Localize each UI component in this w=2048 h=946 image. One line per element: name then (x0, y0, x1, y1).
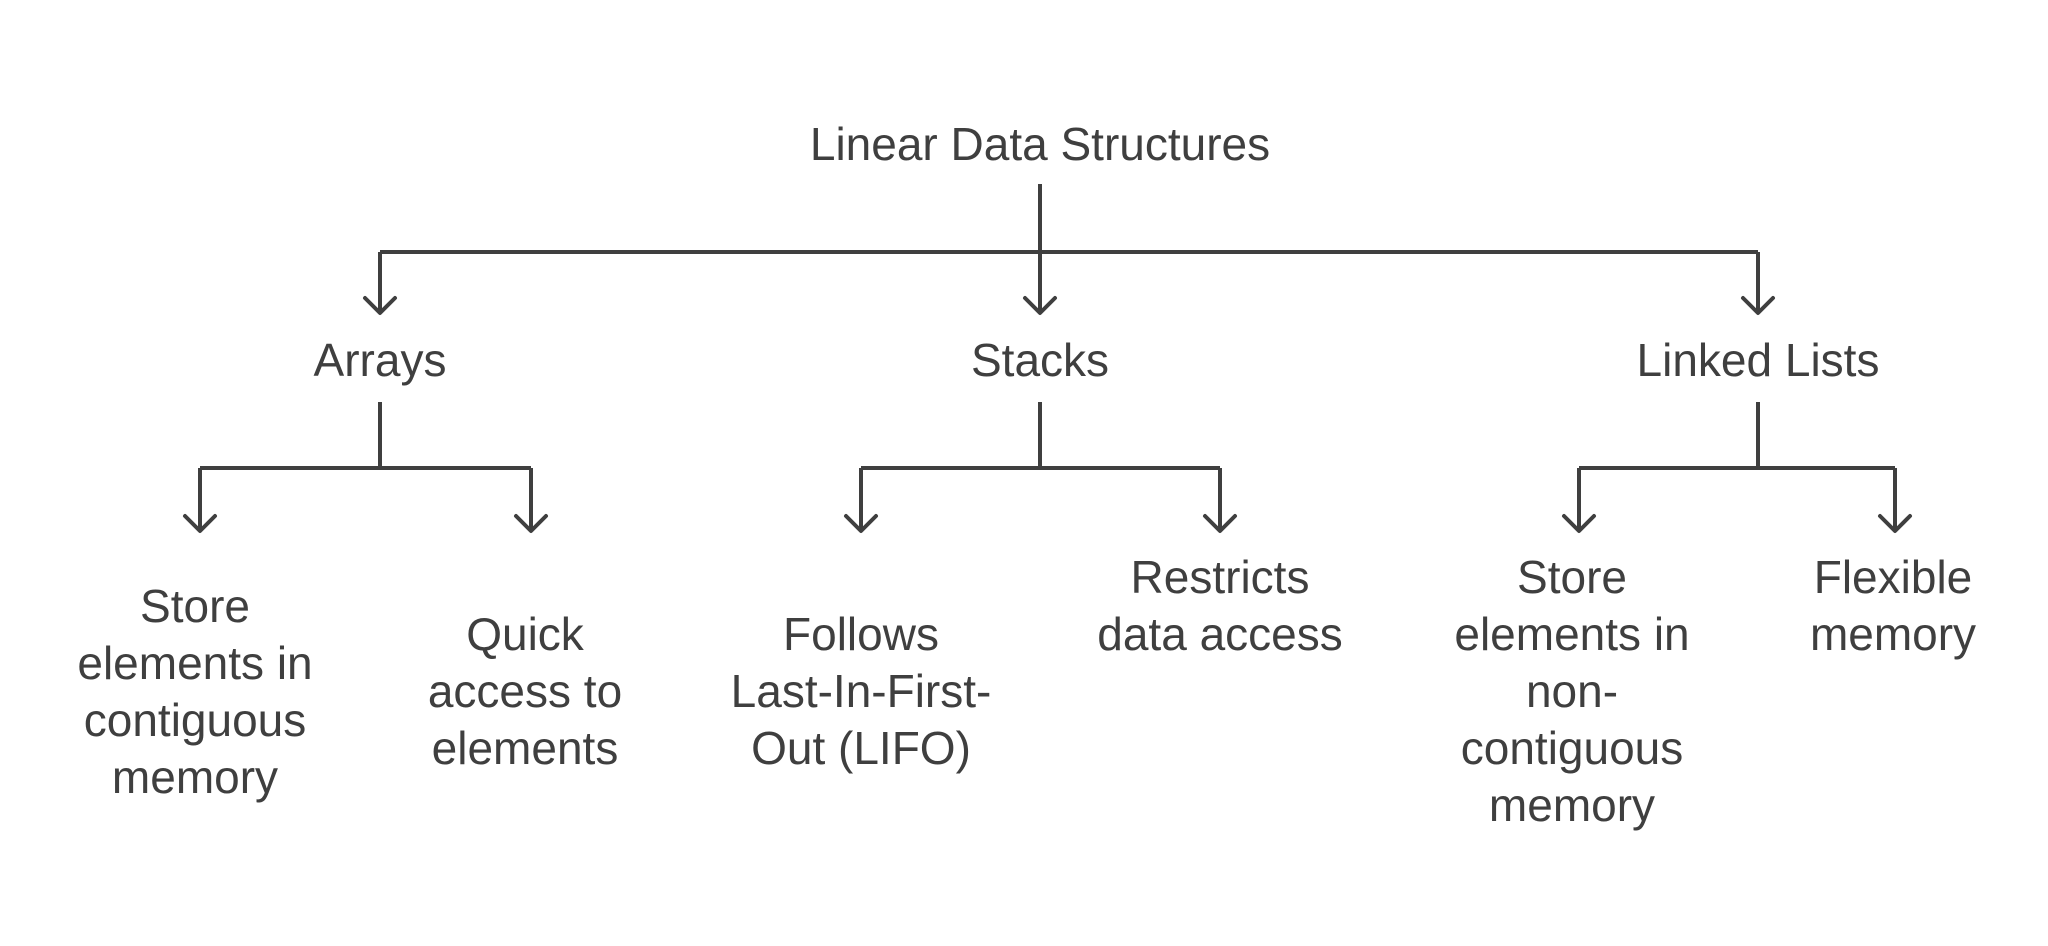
arrow-to-arrays (363, 296, 397, 315)
leaf-line: memory (1488, 779, 1656, 831)
leaf-line: elements (431, 722, 619, 774)
leaf-line: non- (1525, 665, 1619, 717)
leaf-arrays-contiguous-memory: Store elements in contiguous memory (77, 578, 312, 806)
leaf-linked-lists-non-contiguous: Store elements in non- contiguous memory (1454, 549, 1689, 834)
leaf-line: Follows (783, 608, 939, 660)
leaf-line: memory (111, 751, 279, 803)
leaf-line: data access (1097, 608, 1343, 660)
leaf-line: Quick (466, 608, 584, 660)
branch-label-linked-lists: Linked Lists (1636, 334, 1880, 386)
root-node-label: Linear Data Structures (809, 118, 1271, 170)
leaf-line: Restricts (1130, 551, 1310, 603)
leaf-line: elements in (1454, 608, 1690, 660)
arrow-to-linked-lists-child-1 (1562, 514, 1596, 533)
leaf-line: contiguous (83, 694, 307, 746)
leaf-line: Last-In-First- (730, 665, 992, 717)
arrow-to-arrays-child-2 (514, 514, 548, 533)
leaf-arrays-quick-access: Quick access to elements (428, 606, 622, 777)
leaf-line: elements in (77, 637, 313, 689)
stacks-connector (844, 402, 1237, 533)
leaf-stacks-lifo: Follows Last-In-First- Out (LIFO) (731, 606, 992, 777)
arrow-to-stacks-child-1 (844, 514, 878, 533)
leaf-line: Store (140, 580, 250, 632)
leaf-line: Flexible (1813, 551, 1973, 603)
leaf-line: Out (LIFO) (751, 722, 971, 774)
arrow-to-linked-lists-child-2 (1878, 514, 1912, 533)
leaf-line: contiguous (1460, 722, 1684, 774)
leaf-line: access to (427, 665, 623, 717)
arrays-connector (183, 402, 548, 533)
arrow-to-stacks-child-2 (1203, 514, 1237, 533)
leaf-line: Store (1517, 551, 1627, 603)
linked-lists-connector (1562, 402, 1912, 533)
root-connector (363, 184, 1775, 315)
arrow-to-arrays-child-1 (183, 514, 217, 533)
branch-label-arrays: Arrays (313, 334, 447, 386)
arrow-to-linked-lists (1741, 296, 1775, 315)
leaf-stacks-restricts-access: Restricts data access (1097, 549, 1342, 663)
branch-label-stacks: Stacks (970, 334, 1110, 386)
arrow-to-stacks (1023, 296, 1057, 315)
leaf-linked-lists-flexible-memory: Flexible memory (1810, 549, 1976, 663)
leaf-line: memory (1809, 608, 1977, 660)
